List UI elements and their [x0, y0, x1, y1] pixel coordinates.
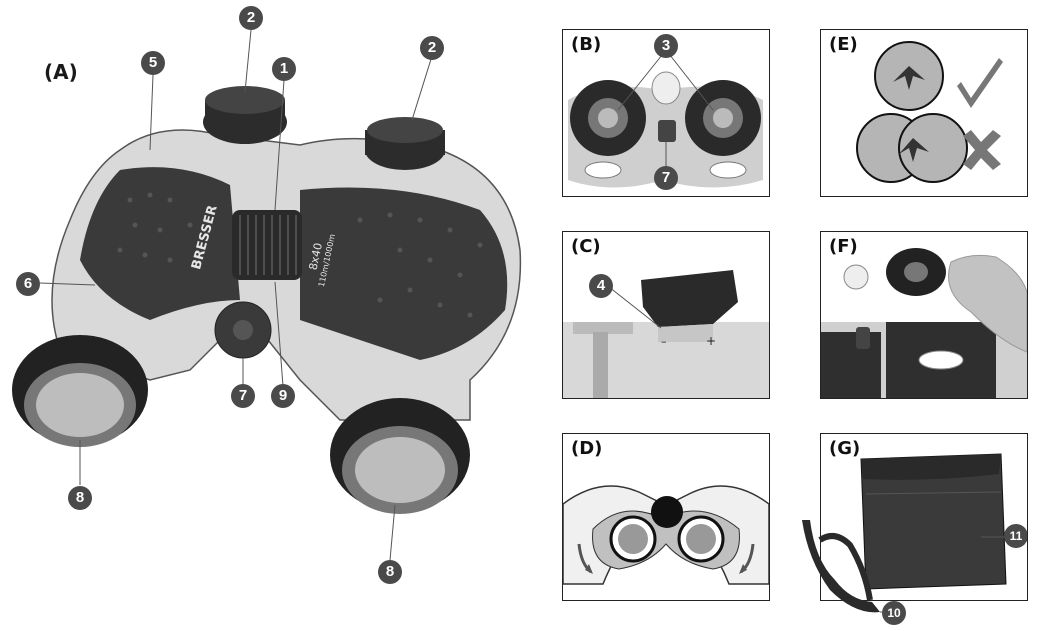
- callout-8-right: 8: [378, 560, 402, 584]
- callout-5: 5: [141, 51, 165, 75]
- panel-d-illustration: [563, 485, 769, 585]
- callout-2-right: 2: [420, 36, 444, 60]
- right-grip: [300, 187, 508, 360]
- callout-1: 1: [272, 57, 296, 81]
- focus-wheel: [232, 210, 302, 280]
- panel-a-label: (A): [44, 60, 78, 84]
- callout-2-left: 2: [239, 6, 263, 30]
- callout-7-main: 7: [231, 384, 255, 408]
- check-icon: [957, 58, 1003, 108]
- callout-6: 6: [16, 272, 40, 296]
- panel-e-illustration: [856, 41, 1003, 183]
- panel-d-label: (D): [571, 438, 603, 459]
- panel-d: (D): [562, 433, 770, 601]
- cross-icon: [963, 130, 1001, 170]
- panel-f-label: (F): [829, 236, 858, 257]
- panel-b: (B) 3 7: [562, 29, 770, 197]
- callout-11: 11: [1004, 524, 1027, 548]
- panel-e-label: (E): [829, 34, 858, 55]
- callout-4: 4: [589, 274, 613, 298]
- left-grip: [80, 167, 240, 320]
- panel-c-label: (C): [571, 236, 601, 257]
- panel-b-label: (B): [571, 34, 602, 55]
- minus-mark: –: [661, 335, 667, 348]
- finger: [948, 254, 1027, 353]
- plus-mark: +: [706, 334, 717, 348]
- callout-3: 3: [654, 34, 678, 58]
- panel-e: (E): [820, 29, 1028, 197]
- eyecup-c: [641, 270, 738, 327]
- callout-8-left: 8: [68, 486, 92, 510]
- callout-10: 10: [882, 601, 906, 625]
- panel-g-label: (G): [829, 438, 861, 459]
- callout-9: 9: [271, 384, 295, 408]
- panel-f-illustration: [821, 248, 1027, 398]
- binocular-main-illustration: [12, 29, 522, 561]
- callout-7-b: 7: [654, 166, 678, 190]
- panel-g: (G) 11: [820, 433, 1028, 601]
- panel-b-illustration: [568, 49, 763, 188]
- panel-c-illustration: [563, 270, 769, 398]
- panel-f: (F): [820, 231, 1028, 399]
- panel-c: (C) – + 4: [562, 231, 770, 399]
- center-hinge: [651, 496, 683, 528]
- panel-g-illustration: [860, 453, 1007, 590]
